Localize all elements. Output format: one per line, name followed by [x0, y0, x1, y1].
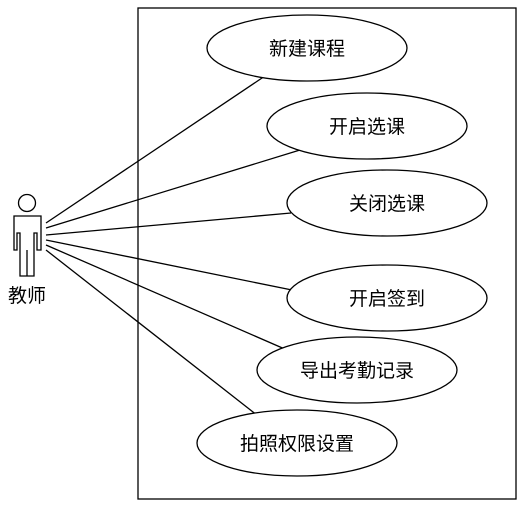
actor-label: 教师	[8, 285, 46, 307]
system-boundary	[137, 7, 517, 500]
use-case-ellipse	[286, 169, 488, 237]
use-case-label: 新建课程	[269, 38, 345, 60]
association-line-1	[45, 75, 266, 224]
association-line-3	[45, 212, 292, 236]
association-line-5	[45, 244, 288, 351]
use-case-label: 开启签到	[349, 288, 425, 310]
association-lines	[45, 75, 301, 420]
use-case-photo-permission[interactable]: 拍照权限设置	[196, 409, 398, 477]
use-case-ellipse	[266, 92, 468, 160]
actor-figure	[13, 193, 42, 277]
use-case-open-checkin[interactable]: 开启签到	[286, 264, 488, 332]
use-case-open-selection[interactable]: 开启选课	[266, 92, 468, 160]
use-case-ellipse	[206, 14, 408, 82]
association-line-2	[45, 149, 301, 229]
actor-body	[13, 215, 42, 277]
use-case-label: 拍照权限设置	[240, 433, 354, 455]
association-line-6	[45, 249, 263, 420]
use-case-close-selection[interactable]: 关闭选课	[286, 169, 488, 237]
actor-head	[17, 193, 37, 213]
use-case-label: 关闭选课	[349, 193, 425, 215]
use-case-new-course[interactable]: 新建课程	[206, 14, 408, 82]
use-case-ellipse	[286, 264, 488, 332]
use-case-export-attendance[interactable]: 导出考勤记录	[256, 336, 458, 404]
use-case-ellipse	[196, 409, 398, 477]
association-line-4	[45, 239, 293, 291]
use-case-label: 开启选课	[329, 116, 405, 138]
use-case-label: 导出考勤记录	[300, 360, 414, 382]
use-case-ellipse	[256, 336, 458, 404]
